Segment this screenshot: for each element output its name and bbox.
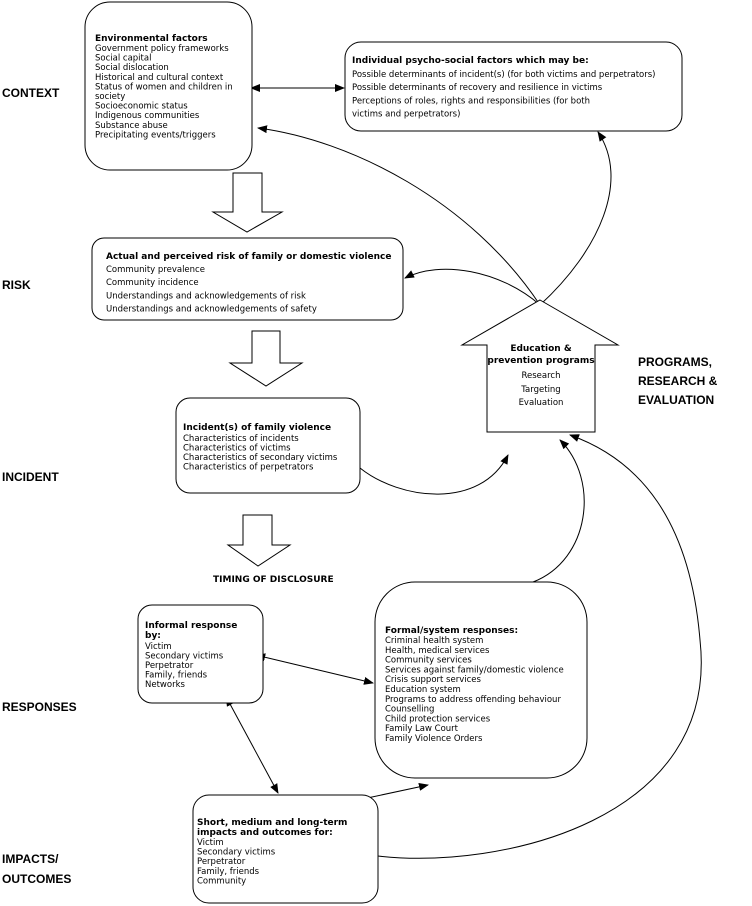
list-item: Secondary victims (145, 652, 224, 662)
box-title: Incident(s) of family violence (183, 423, 331, 433)
list-item: Counselling (385, 705, 434, 715)
box-title: Education & (510, 344, 572, 354)
impacts-outcomes-box: Short, medium and long-term impacts and … (192, 794, 379, 904)
list-item: victims and perpetrators) (352, 110, 460, 120)
list-item: Characteristics of incidents (183, 434, 299, 444)
list-item: Perceptions of roles, rights and respons… (352, 96, 590, 106)
stage-label-context: CONTEXT (2, 86, 60, 100)
down-block-arrow (226, 514, 292, 567)
label-line: RESEARCH & (638, 374, 718, 388)
list-item: Health, medical services (385, 646, 490, 656)
list-item: Services against family/domestic violenc… (385, 665, 564, 675)
stage-label-risk: RISK (2, 278, 31, 292)
stage-label-impacts: IMPACTS/ (2, 852, 59, 866)
stage-label-outcomes: OUTCOMES (2, 872, 71, 886)
box-title: by: (145, 631, 161, 641)
list-item: Family, friends (145, 671, 208, 681)
list-item: Criminal health system (385, 636, 483, 646)
list-item: Social dislocation (95, 63, 169, 73)
list-item: Possible determinants of incident(s) (fo… (352, 70, 655, 80)
box-title: Informal response (145, 621, 237, 631)
list-item: Targeting (520, 385, 560, 395)
box-title: prevention programs (487, 356, 594, 366)
connector-arrows (225, 84, 702, 859)
list-item: Education system (385, 685, 461, 695)
list-item: Perpetrator (145, 661, 194, 671)
list-item: Networks (145, 680, 185, 690)
stage-label-responses: RESPONSES (2, 700, 77, 714)
list-item: Characteristics of victims (183, 444, 291, 454)
list-item: Substance abuse (95, 121, 168, 131)
list-item: Possible determinants of recovery and re… (352, 83, 603, 93)
formal-system-responses-box: Formal/system responses: Criminal health… (374, 581, 588, 779)
down-block-arrow (211, 172, 284, 233)
list-item: Community services (385, 656, 472, 666)
list-item: Precipitating events/triggers (95, 130, 216, 140)
individual-factors-box: Individual psycho-social factors which m… (344, 41, 683, 132)
education-prevention-programs-arrow: Education & prevention programs Research… (460, 299, 620, 433)
environmental-factors-box: Environmental factors Government policy … (84, 1, 253, 171)
list-item: Characteristics of secondary victims (183, 453, 338, 463)
list-item: Community incidence (106, 278, 199, 288)
list-item: society (95, 92, 125, 102)
list-item: Characteristics of perpetrators (183, 463, 314, 473)
list-item: Family Violence Orders (385, 734, 483, 744)
risk-box: Actual and perceived risk of family or d… (91, 237, 404, 321)
list-item: Understandings and acknowledgements of s… (106, 305, 317, 315)
list-item: Research (522, 371, 561, 381)
list-item: Socioeconomic status (95, 102, 188, 112)
box-title: Short, medium and long-term (197, 818, 347, 828)
box-title: Individual psycho-social factors which m… (352, 56, 589, 66)
box-title: Formal/system responses: (385, 626, 518, 636)
list-item: Perpetrator (197, 857, 246, 867)
list-item: Community (197, 876, 246, 886)
list-item: Child protection services (385, 714, 491, 724)
label-line: EVALUATION (638, 393, 714, 407)
list-item: Family, friends (197, 867, 260, 877)
timing-of-disclosure-label: TIMING OF DISCLOSURE (213, 575, 334, 585)
list-item: Programs to address offending behaviour (385, 695, 561, 705)
list-item: Historical and cultural context (95, 73, 224, 83)
list-item: Social capital (95, 54, 151, 64)
list-item: Secondary victims (197, 848, 276, 858)
list-item: Community prevalence (106, 265, 205, 275)
list-item: Government policy frameworks (95, 44, 229, 54)
incident-box: Incident(s) of family violence Character… (175, 397, 361, 494)
list-item: Family Law Court (385, 724, 459, 734)
box-title: impacts and outcomes for: (197, 828, 333, 838)
list-item: Victim (145, 642, 172, 652)
programs-stage-label: PROGRAMS, RESEARCH & EVALUATION (638, 355, 718, 407)
stage-label-incident: INCIDENT (2, 470, 59, 484)
label-line: PROGRAMS, (638, 355, 712, 369)
down-block-arrow (228, 330, 304, 387)
list-item: Indigenous communities (95, 111, 200, 121)
list-item: Crisis support services (385, 675, 481, 685)
list-item: Evaluation (519, 398, 564, 408)
box-title: Environmental factors (95, 34, 208, 44)
list-item: Understandings and acknowledgements of r… (106, 291, 306, 301)
list-item: Victim (197, 838, 224, 848)
list-item: Status of women and children in (95, 82, 233, 92)
box-title: Actual and perceived risk of family or d… (106, 252, 391, 262)
